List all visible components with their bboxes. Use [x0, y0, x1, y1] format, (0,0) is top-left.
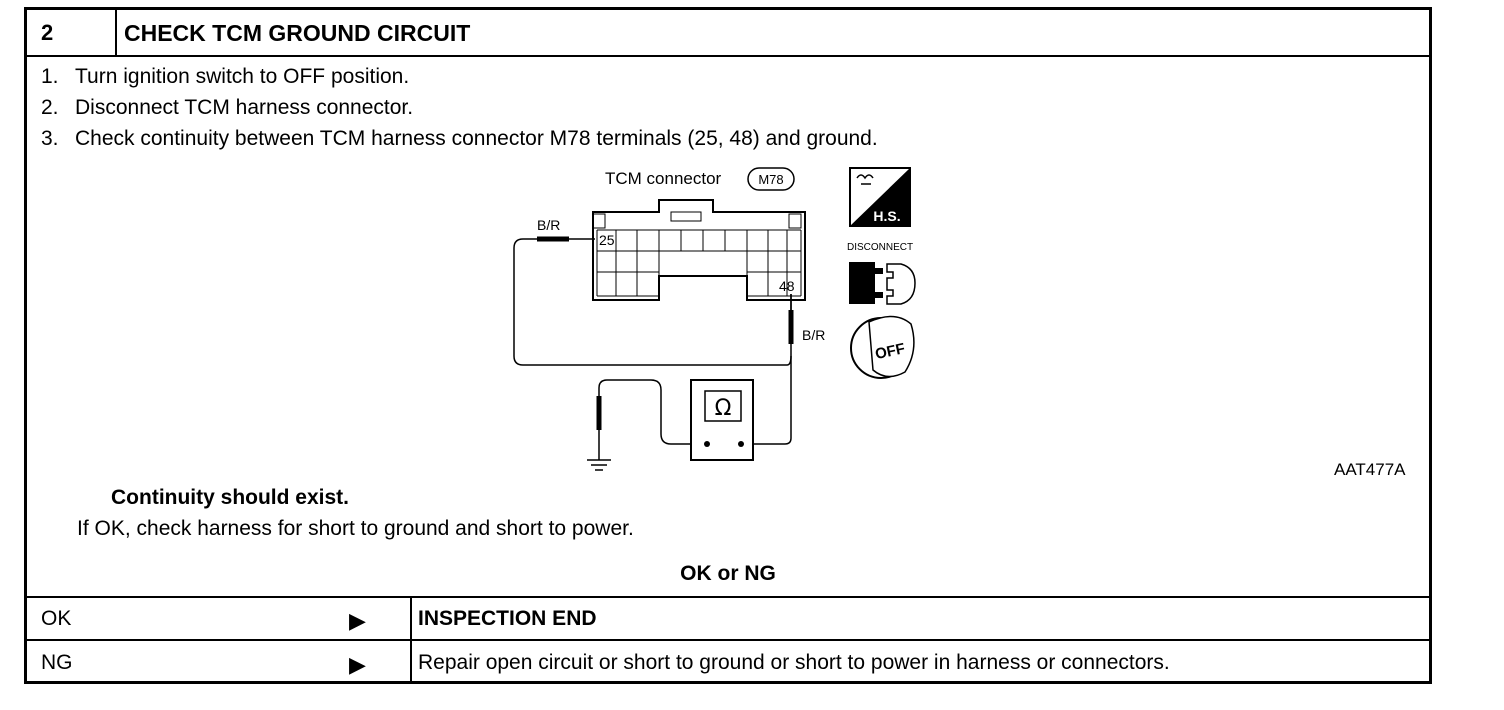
connector-label: TCM connector [605, 169, 722, 188]
step-text: Check continuity between TCM harness con… [75, 127, 878, 150]
wire-color-label: B/R [802, 327, 825, 343]
outcome-action: Repair open circuit or short to ground o… [418, 651, 1170, 674]
procedure-step: 3. Check continuity between TCM harness c… [41, 127, 878, 151]
hs-label: H.S. [873, 208, 900, 224]
step-text: Turn ignition switch to OFF position. [75, 65, 410, 88]
arrow-right-icon: ▶ [349, 652, 366, 677]
terminal-25-label: 25 [599, 232, 615, 248]
step-number: 2 [41, 20, 54, 45]
step-header: 2 CHECK TCM GROUND CIRCUIT [27, 10, 1429, 57]
key-off-label: OFF [874, 340, 907, 363]
figure-code: AAT477A [1334, 460, 1406, 479]
step-index: 1. [41, 65, 59, 88]
tcm-connector [592, 199, 806, 301]
ground-symbol [587, 450, 611, 471]
table-divider [27, 639, 1429, 641]
ohm-symbol: Ω [715, 396, 732, 421]
connector-id-badge [747, 167, 795, 191]
terminal-48-label: 48 [779, 278, 795, 294]
wire-color-label: B/R [537, 217, 560, 233]
expected-result: Continuity should exist. [111, 486, 350, 509]
step-index: 2. [41, 96, 59, 119]
procedure-step: 1. Turn ignition switch to OFF position. [41, 65, 409, 89]
step-title: CHECK TCM GROUND CIRCUIT [124, 20, 471, 46]
outcome-label: OK [41, 607, 72, 630]
outcome-action: INSPECTION END [418, 607, 597, 630]
step-text: Disconnect TCM harness connector. [75, 96, 414, 119]
table-divider [27, 596, 1429, 598]
disconnect-label: DISCONNECT [847, 242, 913, 253]
wiring-figure: TCM connector M78 25 48 B/R B/R [513, 167, 916, 471]
table-column-divider [410, 596, 412, 681]
arrow-right-icon: ▶ [349, 608, 366, 633]
header-divider [115, 10, 117, 55]
outcome-label: NG [41, 651, 73, 674]
inspection-step-frame: 2 CHECK TCM GROUND CIRCUIT 1. Turn igniti… [24, 7, 1432, 684]
ignition-key-icon [850, 315, 915, 379]
ohmmeter [690, 379, 754, 461]
connector-cavity-grid [592, 211, 802, 297]
step-index: 3. [41, 127, 59, 150]
test-leads [513, 236, 794, 450]
result-note: If OK, check harness for short to ground… [77, 517, 634, 540]
connector-id: M78 [758, 172, 783, 187]
harness-side-icon [849, 167, 911, 227]
disconnect-icon [849, 262, 916, 305]
decision-question: OK or NG [680, 562, 776, 585]
procedure-step: 2. Disconnect TCM harness connector. [41, 96, 413, 120]
